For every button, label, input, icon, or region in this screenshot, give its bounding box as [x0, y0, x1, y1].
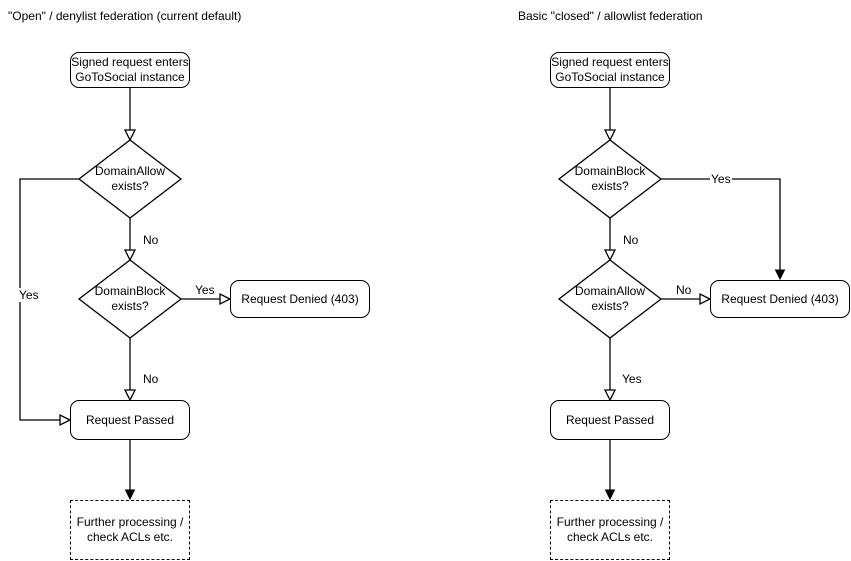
decision-label-domainallow-left: DomainAllow exists? — [94, 164, 166, 193]
decision-label-domainallow-right: DomainAllow exists? — [574, 284, 646, 313]
edge-label-yes-branch-right: Yes — [710, 172, 732, 186]
decision-diamond-right-1 — [557, 139, 663, 219]
start-node-right: Signed request enters GoToSocial instanc… — [550, 52, 670, 88]
edge-label-no2-left: No — [142, 372, 160, 386]
decision-diamond-right-2 — [557, 259, 663, 339]
connector-right-yes-branch — [661, 178, 781, 270]
arrowhead-open-icon — [123, 389, 137, 402]
edge-label-no1-left: No — [142, 233, 160, 247]
arrowhead-open-icon — [123, 249, 137, 262]
decision-diamond-left-1 — [77, 139, 183, 219]
edge-label-yes2-left: Yes — [194, 283, 216, 297]
arrowhead-open-icon — [123, 129, 137, 142]
further-processing-node-left: Further processing / check ACLs etc. — [70, 500, 190, 560]
arrowhead-filled-icon — [124, 489, 136, 501]
decision-label-domainblock-right: DomainBlock exists? — [574, 164, 646, 193]
chart-title-right: Basic "closed" / allowlist federation — [518, 9, 703, 23]
arrowhead-filled-icon — [604, 489, 616, 501]
arrowhead-open-icon — [699, 292, 712, 306]
request-denied-node-right: Request Denied (403) — [710, 280, 850, 318]
edge-label-no1-right: No — [622, 233, 640, 247]
further-processing-node-right: Further processing / check ACLs etc. — [550, 500, 670, 560]
decision-diamond-left-2 — [77, 259, 183, 339]
arrowhead-open-icon — [219, 292, 232, 306]
arrowhead-open-icon — [603, 129, 617, 142]
decision-label-domainblock-left: DomainBlock exists? — [94, 284, 166, 313]
edge-label-yes-branch-left: Yes — [18, 288, 40, 302]
edge-label-yes2-right: Yes — [621, 372, 643, 386]
request-passed-node-right: Request Passed — [550, 400, 670, 440]
chart-title-left: "Open" / denylist federation (current de… — [8, 9, 242, 23]
arrowhead-open-icon — [603, 249, 617, 262]
arrowhead-open-icon — [603, 389, 617, 402]
request-denied-node-left: Request Denied (403) — [230, 280, 370, 318]
arrowhead-open-icon — [59, 413, 72, 427]
request-passed-node-left: Request Passed — [70, 400, 190, 440]
start-node-left: Signed request enters GoToSocial instanc… — [70, 52, 190, 88]
edge-label-no2-right: No — [675, 283, 693, 297]
arrowhead-filled-icon — [774, 269, 786, 281]
